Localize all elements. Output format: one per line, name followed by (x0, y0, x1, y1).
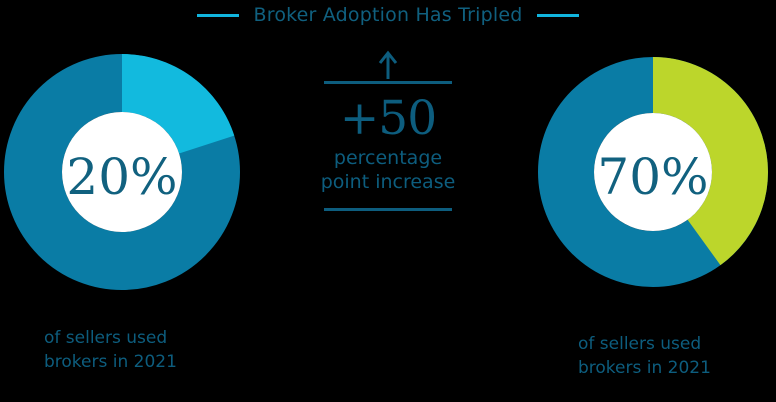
center-rule-top (324, 81, 452, 84)
caption-right: of sellers used brokers in 2021 (578, 332, 776, 380)
caption-right-line1: of sellers used (578, 334, 702, 354)
donut-right-highlight-segment (538, 57, 768, 287)
donut-right-hole (594, 113, 712, 231)
donut-chart-left: 20% (4, 54, 240, 290)
donut-chart-right: 70% (538, 57, 768, 287)
title-rule-left (197, 13, 240, 17)
center-rule-bottom (324, 207, 452, 211)
center-subtitle-line1: percentage (333, 147, 443, 170)
chart-title-row: Broker Adoption Has Tripled (0, 0, 776, 30)
title-rule-right (536, 13, 579, 17)
caption-left-line2: brokers in 2021 (44, 352, 177, 373)
caption-left-line1: of sellers used (44, 328, 168, 348)
center-delta-panel: +50 percentage point increase (288, 50, 488, 250)
arrow-up-icon (378, 50, 398, 79)
donut-left-svg (4, 54, 240, 290)
center-delta-subtitle: percentage point increase (321, 147, 456, 193)
donut-left-highlight-segment (4, 54, 240, 290)
caption-right-line2: brokers in 2021 (578, 358, 711, 379)
page-title: Broker Adoption Has Tripled (253, 3, 523, 26)
center-subtitle-line2: point increase (320, 170, 456, 193)
caption-left: of sellers used brokers in 2021 (44, 326, 254, 374)
donut-left-hole (62, 112, 182, 232)
center-delta-value: +50 (339, 91, 437, 146)
donut-right-svg (538, 57, 768, 287)
